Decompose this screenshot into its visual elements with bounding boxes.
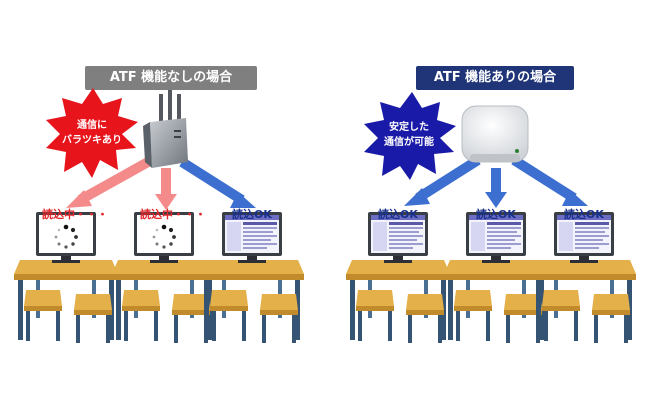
- station-3: [200, 212, 304, 343]
- station-6-status: 読込OK: [564, 206, 604, 222]
- stable-burst-label: 安定した 通信が可能: [374, 120, 444, 150]
- stable-burst-line-1: 安定した: [374, 120, 444, 135]
- arrow-to-station-6: [514, 160, 588, 206]
- station-3-status: 読込OK: [232, 206, 272, 222]
- station-6: [532, 212, 636, 343]
- warning-burst-line-1: 通信に: [57, 118, 127, 133]
- warning-burst-line-2: バラツキあり: [57, 133, 127, 148]
- station-2-status: 読込中・・・: [140, 206, 206, 222]
- stable-burst-line-2: 通信が可能: [374, 135, 444, 150]
- warning-burst-label: 通信に バラツキあり: [57, 118, 127, 148]
- station-5-status: 読込OK: [476, 206, 516, 222]
- station-1: [14, 212, 118, 343]
- arrow-to-station-5: [485, 168, 507, 208]
- legacy-access-point-icon: [143, 90, 188, 168]
- station-4: [346, 212, 450, 343]
- ceiling-access-point-icon: [462, 106, 528, 162]
- station-4-status: 読込OK: [378, 206, 418, 222]
- arrow-to-station-1: [66, 162, 148, 208]
- station-1-status: 読込中・・・: [42, 206, 108, 222]
- arrow-to-station-3: [182, 162, 256, 208]
- arrow-to-station-2: [155, 168, 177, 210]
